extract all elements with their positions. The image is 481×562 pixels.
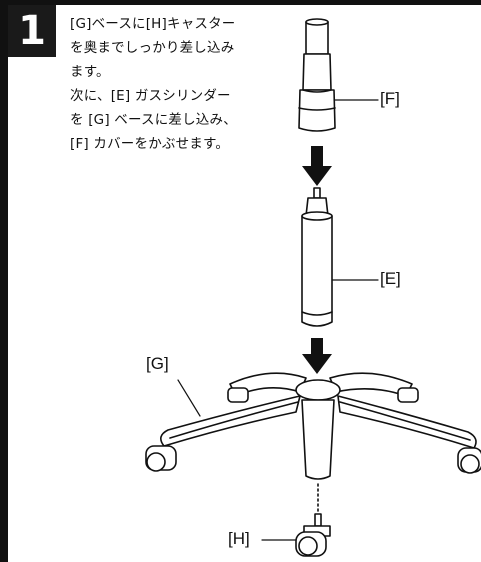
instruction-line: [F] カバーをかぶせます。 <box>70 136 230 152</box>
page-left-border <box>0 0 8 562</box>
down-arrow-icon <box>302 338 332 374</box>
part-label-e: [E] <box>380 269 401 288</box>
label-leader-lines <box>177 99 379 541</box>
page-top-border <box>0 0 481 5</box>
down-arrow-icon <box>302 146 332 186</box>
gas-cylinder-drawing <box>301 187 333 327</box>
part-label-f: [F] <box>380 89 400 108</box>
instruction-line: を [G] ベースに差し込み、 <box>70 112 237 128</box>
instruction-line: 次に、[E] ガスシリンダー <box>70 88 231 104</box>
part-label-h: [H] <box>228 529 250 548</box>
caster-wheel-drawing <box>295 513 331 557</box>
part-label-g: [G] <box>146 354 169 373</box>
instruction-line: ます。 <box>70 64 110 80</box>
step-number-badge: 1 <box>8 5 56 57</box>
instruction-line: [G]ベースに[H]キャスター <box>70 16 236 32</box>
chair-base-drawing <box>145 372 481 513</box>
instruction-text: [G]ベースに[H]キャスター を奥までしっかり差し込み ます。 次に、[E] … <box>70 12 310 156</box>
instruction-line: を奥までしっかり差し込み <box>70 40 235 56</box>
gas-cylinder-cover-drawing <box>298 18 336 132</box>
